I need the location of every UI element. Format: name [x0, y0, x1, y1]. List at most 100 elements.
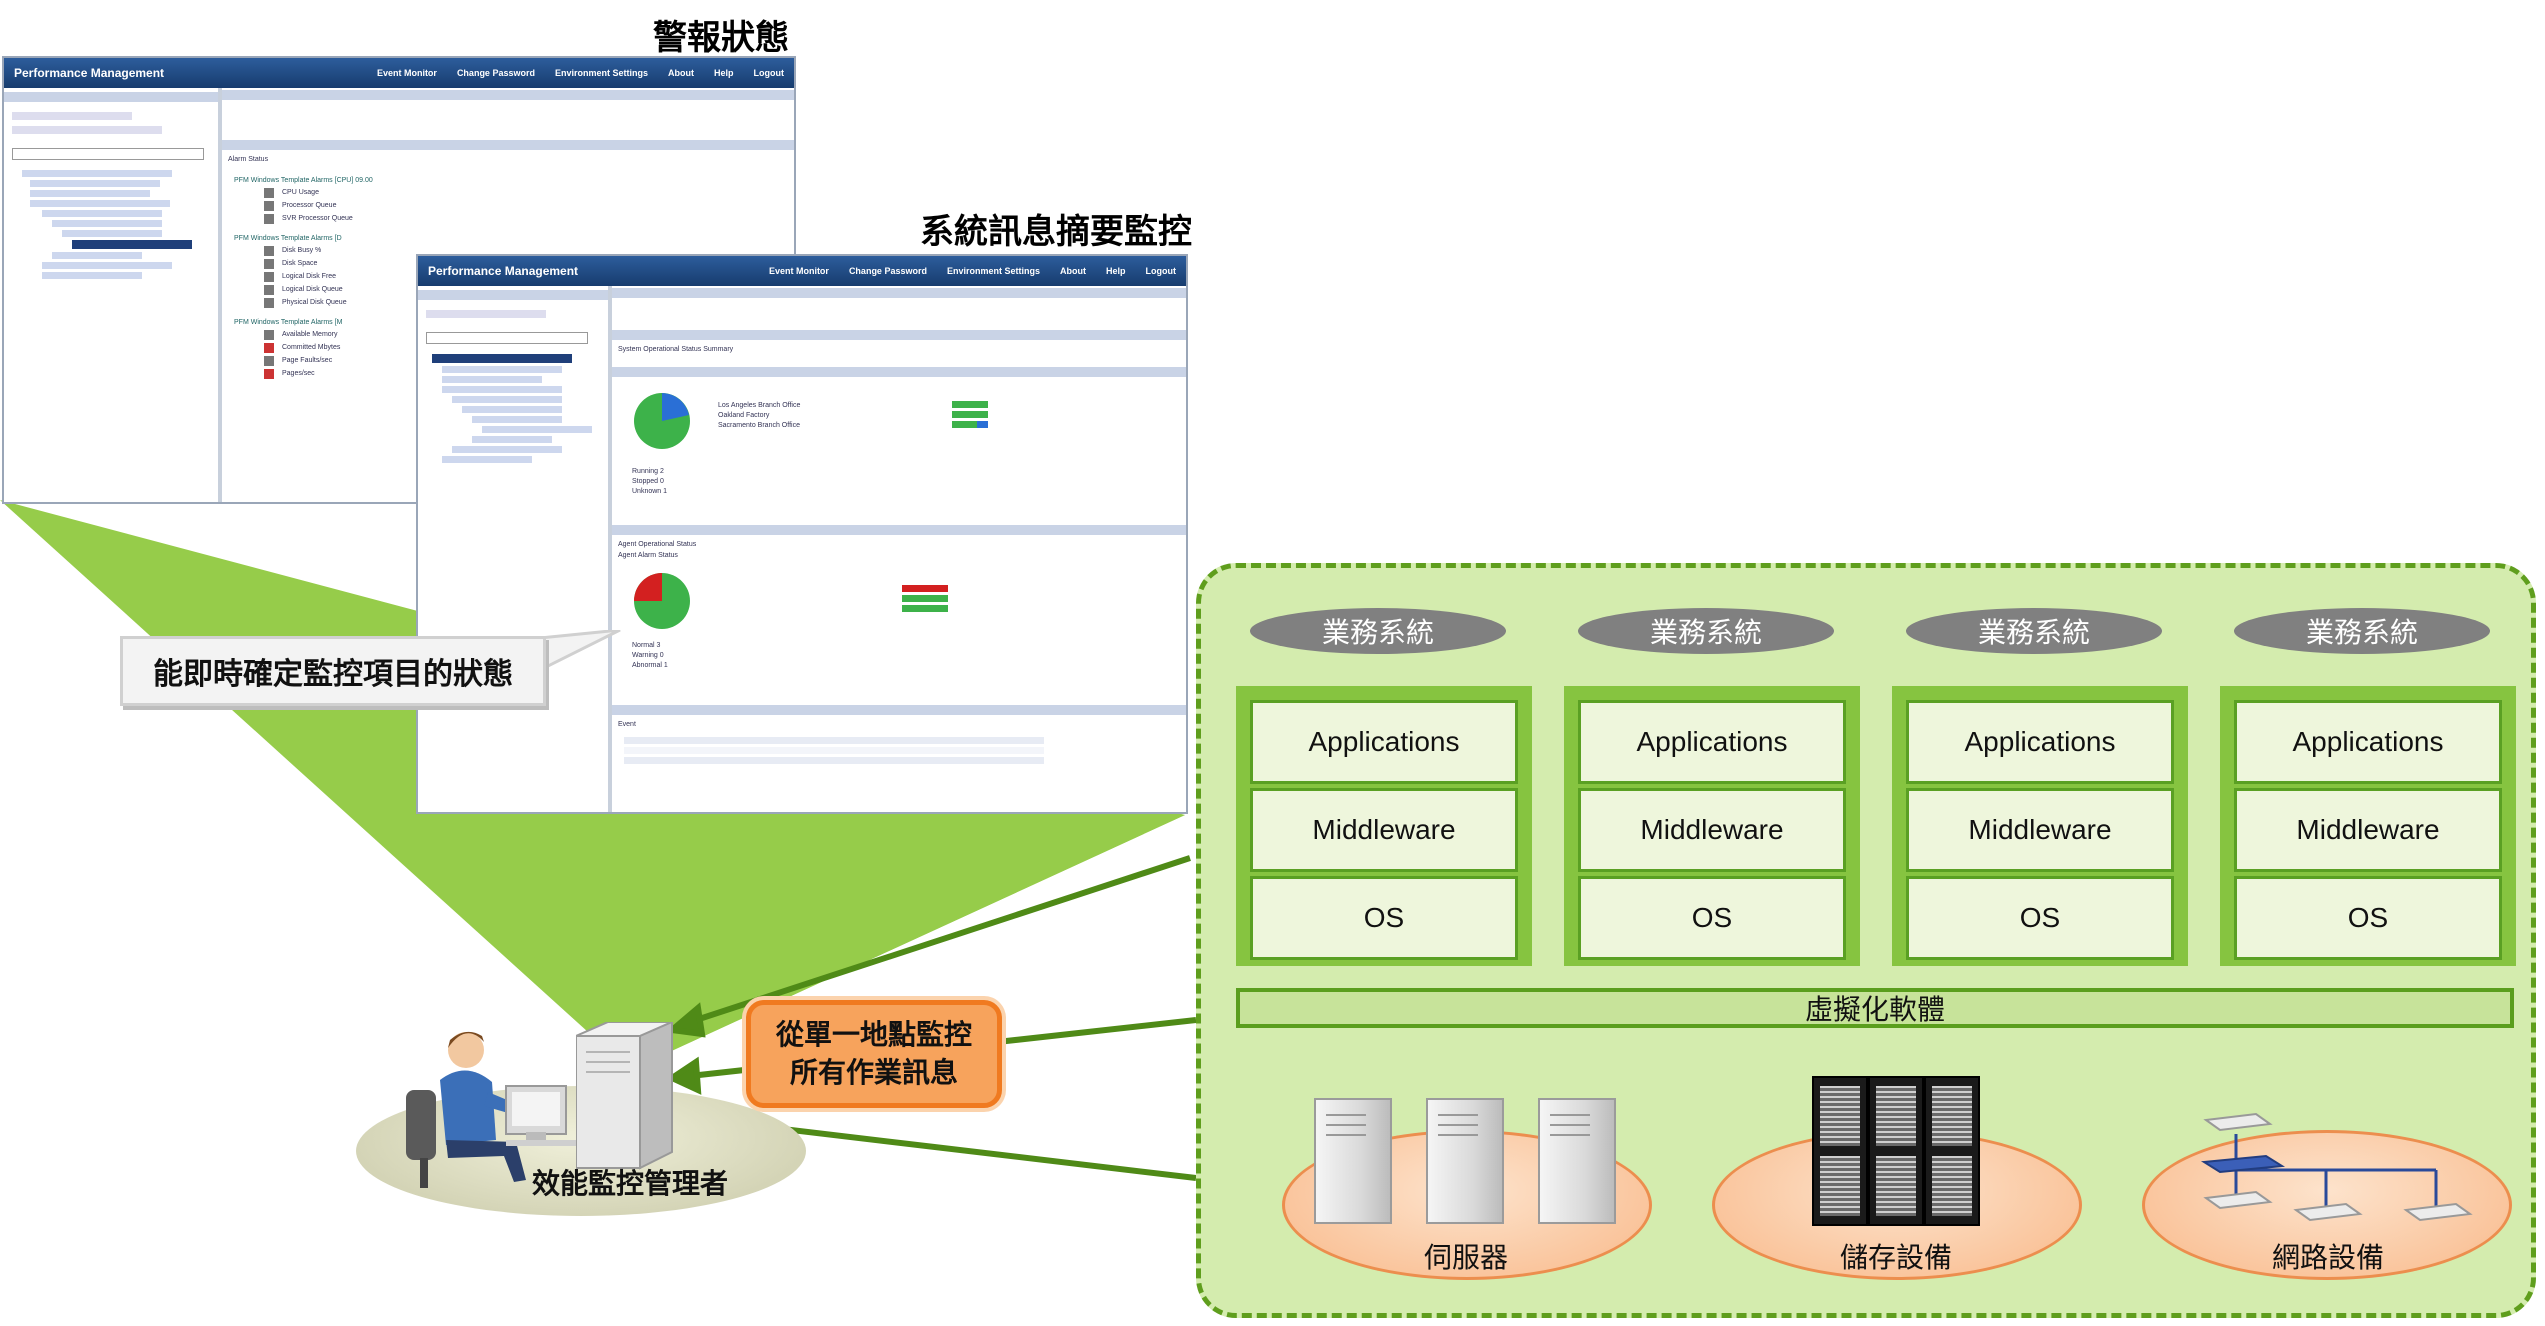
layer-applications: Applications: [1250, 700, 1518, 784]
alarm-icon: [264, 187, 274, 198]
alarm-item: Page Faults/sec: [282, 357, 333, 364]
summary-main-pane: System Operational Status Summary Runnin…: [612, 286, 1186, 812]
alarm-item: Committed Mbytes: [282, 344, 341, 351]
business-system-label-3: 業務系統: [1906, 608, 2162, 654]
branch-oakland: Oakland Factory: [718, 412, 770, 419]
alarm-icon: [264, 245, 274, 256]
server-icon: [1426, 1098, 1504, 1224]
storage-rack-icon: [1868, 1076, 1924, 1226]
nav-change-password[interactable]: Change Password: [456, 68, 535, 78]
layer-os: OS: [1250, 876, 1518, 960]
app-title: Performance Management: [14, 66, 165, 80]
alarm-icon: [264, 342, 274, 353]
central-monitor-box: 從單一地點監控 所有作業訊息: [746, 1000, 1002, 1108]
alarm-status-pie: [634, 573, 690, 629]
layer-os: OS: [2234, 876, 2502, 960]
alarm-icon: [264, 200, 274, 211]
alarm-item: Logical Disk Queue: [282, 286, 343, 293]
nav-change-password[interactable]: Change Password: [848, 266, 927, 276]
alert-status-title: 警報狀態: [653, 18, 789, 58]
legend-normal: Normal 3: [632, 642, 661, 649]
branch-sacramento: Sacramento Branch Office: [718, 422, 800, 429]
agent-status-bar: [612, 525, 1186, 535]
alarm-item: SVR Processor Queue: [282, 215, 353, 222]
servers-label: 伺服器: [1424, 1241, 1509, 1274]
server-status-bar: [612, 367, 1186, 377]
summary-screenshot: Performance Management Event Monitor Cha…: [416, 254, 1188, 814]
alarm-section-label: Agent Alarm Status: [618, 552, 678, 559]
legend-warning: Warning 0: [632, 652, 664, 659]
realtime-callout: 能即時確定監控項目的狀態: [120, 636, 546, 706]
summary-bar: [612, 330, 1186, 340]
nav-event-monitor[interactable]: Event Monitor: [376, 68, 437, 78]
branch-la: Los Angeles Branch Office: [718, 402, 801, 409]
server-status-pie: [634, 393, 690, 449]
system-stack-3: Applications Middleware OS: [1892, 686, 2188, 966]
network-devices-icon: [2200, 1112, 2473, 1222]
nav-help[interactable]: Help: [713, 68, 734, 78]
alarm-item: Processor Queue: [282, 202, 337, 209]
admin-person-icon: [406, 1031, 586, 1188]
admin-label: 效能監控管理者: [532, 1167, 729, 1200]
agent-tree-pane: [4, 88, 222, 502]
layer-os: OS: [1578, 876, 1846, 960]
event-section-label: Event: [618, 721, 636, 728]
alarm-item: Pages/sec: [282, 370, 315, 377]
legend-unknown: Unknown 1: [632, 488, 668, 495]
nav-event-monitor[interactable]: Event Monitor: [768, 266, 829, 276]
storage-rack-icon: [1924, 1076, 1980, 1226]
nav-logout[interactable]: Logout: [1145, 266, 1177, 276]
alarm-bars: [902, 585, 948, 612]
server-icon: [1314, 1098, 1392, 1224]
nav-logout[interactable]: Logout: [753, 68, 785, 78]
nav-environment-settings[interactable]: Environment Settings: [946, 266, 1040, 276]
agent-section-label: Agent Operational Status: [618, 541, 697, 548]
storage-rack-icon: [1812, 1076, 1868, 1226]
alarm-status-bar: [222, 140, 794, 150]
legend-running: Running 2: [632, 468, 664, 475]
alarm-group-3: PFM Windows Template Alarms [M: [234, 319, 343, 326]
tree-header: [418, 290, 608, 300]
alarm-icon: [264, 284, 274, 295]
alarm-section-label: Alarm Status: [228, 156, 269, 163]
layer-applications: Applications: [1906, 700, 2174, 784]
business-system-label-2: 業務系統: [1578, 608, 1834, 654]
central-line-2: 所有作業訊息: [789, 1056, 958, 1089]
central-line-1: 從單一地點監控: [775, 1018, 972, 1051]
network-label: 網路設備: [2272, 1241, 2385, 1274]
alarm-icon: [264, 271, 274, 282]
layer-middleware: Middleware: [2234, 788, 2502, 872]
alarm-item: Disk Space: [282, 260, 318, 267]
alarm-icon: [264, 355, 274, 366]
alarm-icon: [264, 258, 274, 269]
main-header: [222, 90, 794, 100]
storage-label: 儲存設備: [1840, 1241, 1953, 1274]
alarm-icon: [264, 297, 274, 308]
summary-monitor-title: 系統訊息摘要監控: [920, 212, 1192, 252]
alarm-item: Disk Busy %: [282, 247, 322, 254]
alarm-item: Available Memory: [282, 331, 338, 338]
business-system-label-4: 業務系統: [2234, 608, 2490, 654]
alarm-item: Physical Disk Queue: [282, 299, 347, 306]
summary-section-label: System Operational Status Summary: [618, 346, 734, 353]
virtualization-bar: 虛擬化軟體: [1236, 988, 2514, 1028]
business-system-label-1: 業務系統: [1250, 608, 1506, 654]
server-icon: [1538, 1098, 1616, 1224]
nav-about[interactable]: About: [667, 68, 694, 78]
app-title: Performance Management: [428, 264, 579, 278]
system-stack-1: Applications Middleware OS: [1236, 686, 1532, 966]
system-stack-4: Applications Middleware OS: [2220, 686, 2516, 966]
agent-tree-pane: [418, 286, 612, 812]
layer-middleware: Middleware: [1250, 788, 1518, 872]
tree-header: [4, 92, 218, 102]
nav-help[interactable]: Help: [1105, 266, 1126, 276]
layer-applications: Applications: [2234, 700, 2502, 784]
layer-middleware: Middleware: [1906, 788, 2174, 872]
legend-abnormal: Abnormal 1: [632, 662, 668, 669]
nav-about[interactable]: About: [1059, 266, 1086, 276]
alarm-icon: [264, 329, 274, 340]
alarm-item: Logical Disk Free: [282, 273, 337, 280]
main-header: [612, 288, 1186, 298]
alarm-icon: [264, 213, 274, 224]
nav-environment-settings[interactable]: Environment Settings: [554, 68, 648, 78]
